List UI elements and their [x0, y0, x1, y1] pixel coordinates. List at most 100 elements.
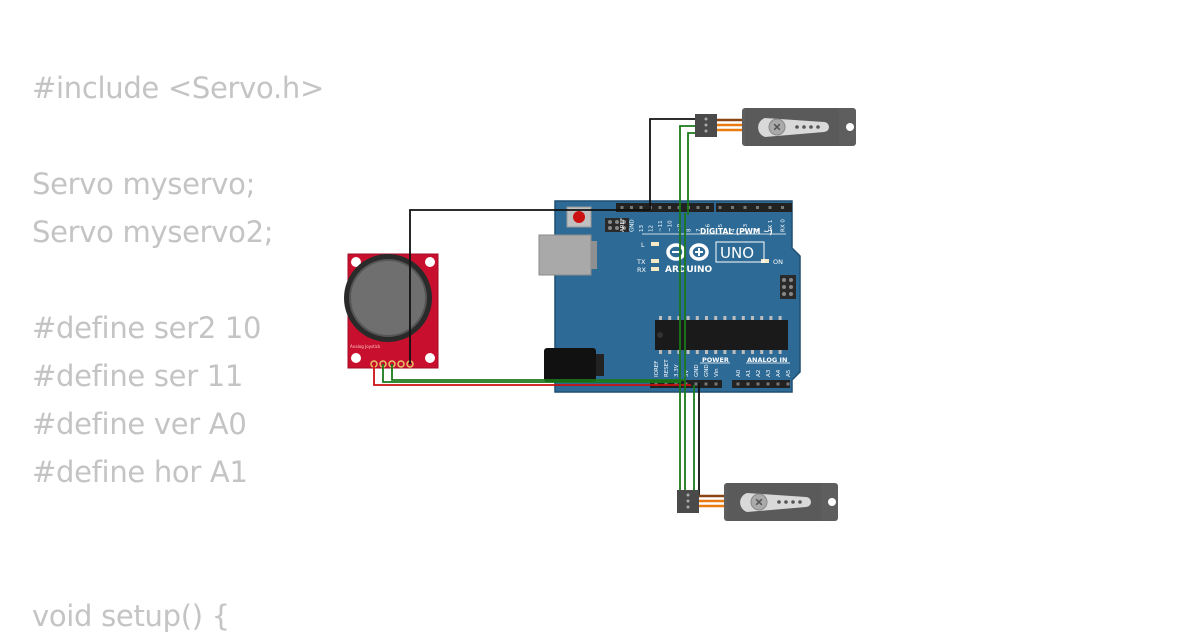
- code-line: Servo myservo2;: [32, 215, 274, 249]
- joystick-knob[interactable]: [349, 259, 427, 337]
- pin-label: TX 1: [768, 220, 774, 233]
- chip-pin: [760, 316, 764, 320]
- analog-header[interactable]: [732, 380, 790, 388]
- led-tx: TX: [636, 258, 659, 266]
- pin-label: 8: [687, 228, 693, 232]
- pin-label: ~5: [718, 223, 724, 232]
- icsp-header: [605, 218, 629, 232]
- header-pin[interactable]: [630, 206, 633, 209]
- svg-text:ON: ON: [773, 258, 783, 266]
- header-pin[interactable]: [704, 382, 708, 386]
- code-line: #define ser 11: [32, 359, 244, 393]
- header-pin[interactable]: [766, 382, 770, 386]
- model-box: [715, 241, 765, 263]
- chip-pin: [705, 350, 708, 354]
- header-pin[interactable]: [694, 382, 698, 386]
- header-pin[interactable]: [639, 206, 643, 209]
- chip-pin: [732, 350, 736, 354]
- chip-pin: [760, 350, 764, 354]
- header-pin[interactable]: [654, 382, 658, 386]
- wire-joystick-gnd: [409, 209, 650, 364]
- pin-label: 3.3V: [674, 364, 680, 377]
- digital-header[interactable]: [616, 203, 792, 212]
- header-pin[interactable]: [786, 382, 790, 386]
- pin-label: A3: [766, 369, 772, 377]
- arduino-logo-icon: [666, 243, 709, 261]
- chip-pin: [741, 350, 745, 354]
- header-pin[interactable]: [714, 382, 718, 386]
- pin-label: Vin: [714, 368, 720, 377]
- header-pin[interactable]: [706, 206, 709, 209]
- chip-pin: [778, 316, 782, 320]
- chip-pin: [705, 316, 708, 320]
- wire-servo1-signal: [687, 132, 698, 215]
- power-jack: [544, 348, 596, 382]
- code-line: #define ver A0: [32, 407, 247, 441]
- chip-pin: [659, 316, 662, 320]
- reset-button[interactable]: [566, 206, 592, 228]
- header-pin[interactable]: [756, 382, 760, 386]
- pin-label: 13: [639, 225, 645, 232]
- chip-pin: [668, 316, 672, 320]
- chip-pin: [677, 316, 681, 320]
- header-pin[interactable]: [776, 382, 780, 386]
- header-pin[interactable]: [677, 206, 681, 209]
- pin-label: GND: [704, 364, 710, 377]
- chip-pin: [732, 316, 736, 320]
- chip-pin: [714, 316, 718, 320]
- wire-joystick-vrx: [382, 364, 681, 383]
- power-label: POWER: [702, 356, 729, 364]
- chip-pin: [695, 316, 699, 320]
- header-pin[interactable]: [731, 206, 734, 209]
- analog-label: ANALOG IN: [747, 356, 787, 364]
- joystick-module[interactable]: Analog Joystick: [344, 253, 439, 369]
- header-pin[interactable]: [674, 382, 678, 386]
- header-pin[interactable]: [743, 206, 747, 209]
- pin-label: ~6: [706, 223, 712, 232]
- header-pin[interactable]: [768, 206, 772, 209]
- pin-label: A1: [746, 370, 752, 377]
- pin-label: RESET: [664, 359, 670, 377]
- chip-pin: [769, 350, 773, 354]
- chip-pin: [686, 316, 690, 320]
- header-pin[interactable]: [668, 206, 671, 209]
- header-pin[interactable]: [658, 206, 662, 209]
- chip-pin: [659, 350, 662, 354]
- led-rx: RX: [637, 266, 659, 274]
- digital-label: DIGITAL (PWM ~): [700, 227, 773, 236]
- pin-label: 4: [731, 228, 737, 232]
- header-pin[interactable]: [664, 382, 668, 386]
- header-pin[interactable]: [696, 206, 700, 209]
- pin-label: A2: [756, 370, 762, 377]
- header-pin[interactable]: [684, 382, 688, 386]
- header-pin[interactable]: [620, 206, 624, 209]
- wire-servo2-5v: [690, 385, 695, 504]
- chip-pin: [723, 350, 727, 354]
- led-l: L: [641, 241, 659, 249]
- brand-label: ARDUINO: [665, 265, 713, 275]
- header-pin[interactable]: [781, 206, 784, 209]
- pin-label: ~3: [743, 223, 749, 232]
- header-pin[interactable]: [718, 206, 722, 209]
- code-line: #define hor A1: [32, 455, 248, 489]
- code-line: #include <Servo.h>: [32, 71, 324, 105]
- pin-label: GND: [694, 364, 700, 377]
- pin-label: 5V: [684, 370, 690, 377]
- svg-text:RX: RX: [637, 266, 647, 274]
- model-label: UNO: [720, 244, 754, 262]
- servo-motor-top[interactable]: [695, 108, 856, 146]
- chip-pin: [723, 316, 727, 320]
- header-pin[interactable]: [736, 382, 740, 386]
- joystick-label: Analog Joystick: [350, 344, 381, 349]
- chip-pin: [695, 350, 699, 354]
- pin-label: A5: [786, 369, 792, 377]
- header-pin[interactable]: [756, 206, 759, 209]
- pin-label: ~10: [668, 220, 674, 232]
- servo-motor-bottom[interactable]: [677, 483, 838, 521]
- chip-pin: [677, 350, 681, 354]
- code-line: Servo myservo;: [32, 167, 256, 201]
- pin-label: IOREF: [654, 361, 660, 377]
- header-pin[interactable]: [746, 382, 750, 386]
